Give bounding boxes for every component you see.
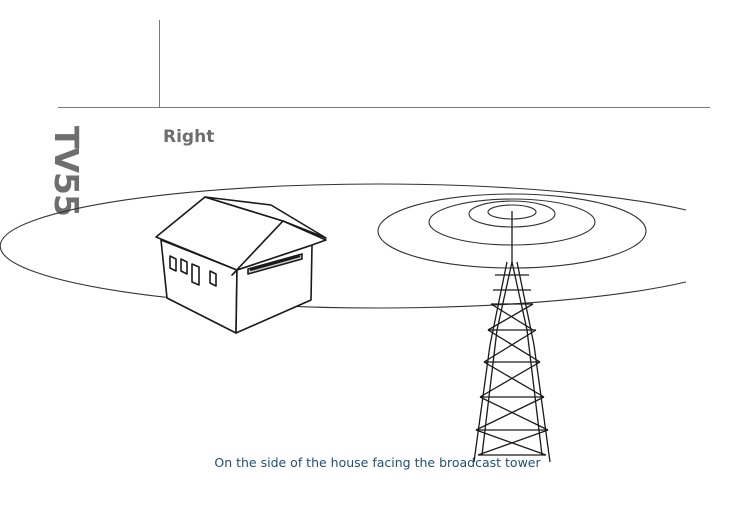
vertical-divider: [159, 20, 160, 108]
signal-rings: [0, 183, 687, 309]
horizontal-divider: [58, 107, 710, 108]
section-title: Right: [163, 127, 215, 147]
broadcast-tower: [473, 211, 551, 463]
caption: On the side of the house facing the broa…: [214, 455, 541, 470]
house-with-antenna: [155, 196, 327, 334]
model-label: TV55: [47, 126, 86, 216]
